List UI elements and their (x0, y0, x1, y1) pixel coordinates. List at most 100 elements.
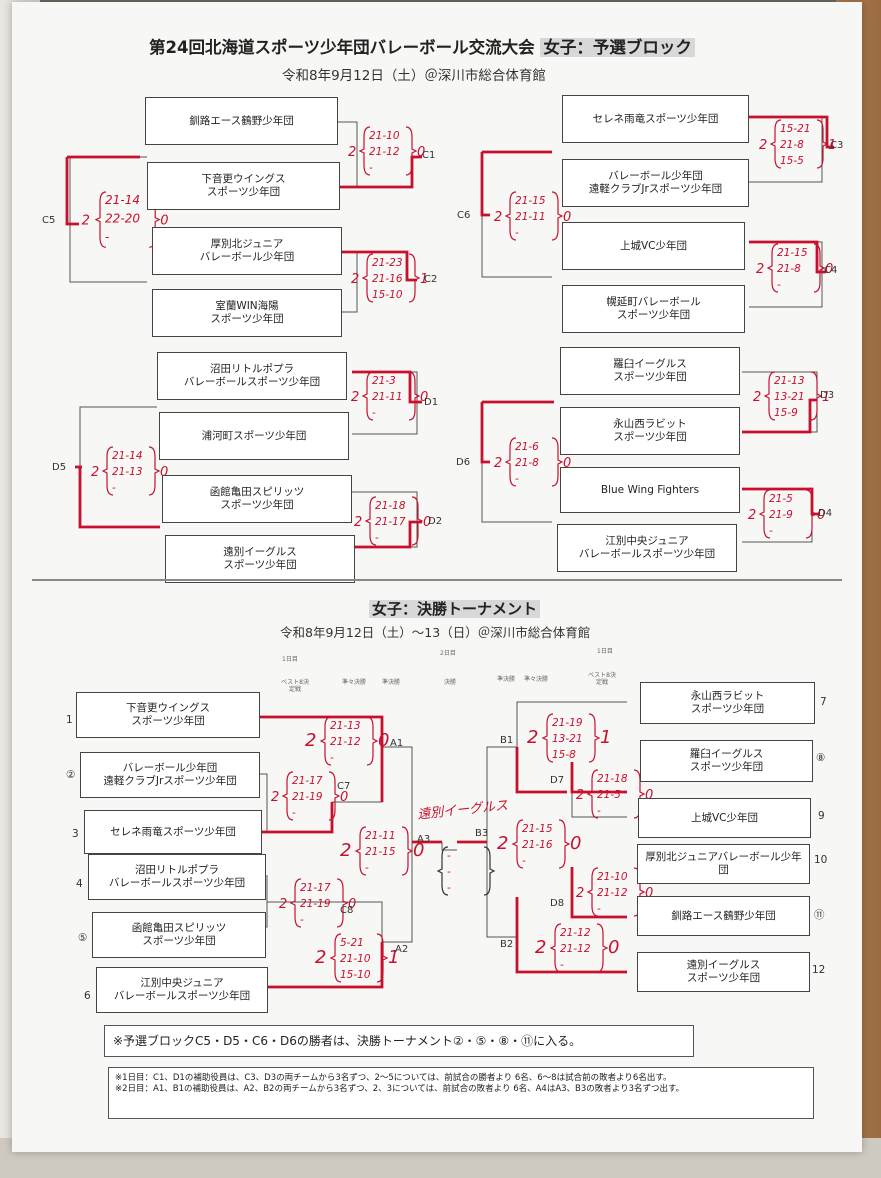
score-left: 2 (535, 937, 546, 958)
score-set: 21-6 (515, 441, 539, 453)
score-set: - (515, 227, 519, 239)
score-set: - (522, 855, 526, 867)
score-brace-right (816, 119, 829, 169)
match-label-b2: B2 (500, 939, 514, 950)
score-set: 15-21 (780, 123, 811, 135)
final-subtitle: 令和8年9月12日（土）～13（日）＠深川市総合体育館 (280, 625, 591, 640)
match-label-d2: D2 (428, 516, 443, 527)
score-set: 21-14 (105, 193, 140, 207)
score-f: --- (436, 846, 496, 896)
title-main: 第24回北海道スポーツ少年団バレーボール交流大会 (149, 38, 535, 57)
score-set: 21-11 (365, 830, 396, 842)
score-right: 0 (348, 897, 356, 912)
score-left: 2 (91, 465, 99, 480)
score-left: 2 (748, 508, 756, 523)
score-d4: 221-521-9-0 (748, 489, 825, 539)
score-set: 21-12 (560, 927, 591, 939)
score-set: 21-13 (774, 375, 805, 387)
score-right: 0 (420, 390, 428, 405)
final-right-team-8: 羅臼イーグルススポーツ少年団 (640, 740, 813, 782)
round-label-1: ベスト8決定戦 (281, 679, 309, 693)
score-set: 21-12 (597, 887, 628, 899)
score-set: 21-8 (777, 263, 801, 275)
score-brace-right (810, 371, 823, 421)
poster-title: 第24回北海道スポーツ少年団バレーボール交流大会 女子：予選ブロック (149, 34, 695, 58)
score-set: - (300, 914, 304, 926)
score-set: 21-13 (330, 720, 361, 732)
match-label-d7: D7 (550, 775, 565, 786)
score-left: 2 (576, 788, 584, 803)
score-brace-right (551, 437, 564, 487)
score-set: - (560, 959, 564, 971)
final-title: 女子：決勝トーナメント (369, 598, 541, 619)
bracket-lines (65, 115, 834, 989)
score-brace-left (354, 826, 367, 876)
score-right: 0 (817, 508, 825, 523)
score-brace-right (813, 243, 826, 293)
note-box-main: ※予選ブロックC5・D5・C6・D6の勝者は、決勝トーナメント②・⑤・⑧・⑪に入… (104, 1025, 694, 1057)
score-brace-left (94, 191, 107, 248)
match-label-d4: D4 (818, 508, 833, 519)
score-set: - (777, 279, 781, 291)
score-brace-right (405, 126, 418, 176)
prelim-left-team-4: 室蘭WIN海陽スポーツ少年団 (152, 289, 342, 337)
seed-number: 12 (812, 964, 826, 976)
score-right: 0 (645, 886, 653, 901)
score-brace-right (408, 371, 421, 421)
score-set: 21-15 (515, 195, 546, 207)
prelim-left-team-3: 厚別北ジュニアバレーボール少年団 (152, 227, 342, 275)
score-set: 21-10 (369, 130, 400, 142)
match-label-c4: C4 (824, 265, 838, 276)
score-brace-left (281, 771, 294, 821)
score-brace-left (361, 371, 374, 421)
score-right: 1 (600, 727, 611, 748)
score-set: - (769, 525, 773, 537)
match-label-b3: B3 (475, 828, 489, 839)
prelim-right-team-8: 江別中央ジュニアバレーボールスポーツ少年団 (557, 524, 737, 572)
score-brace-right (411, 496, 424, 546)
score-set: 13-21 (552, 733, 583, 745)
score-set: - (365, 862, 369, 874)
score-set: 15-8 (552, 749, 576, 761)
score-brace-right (366, 716, 379, 766)
prelim-right-team-2: バレーボール少年団遠軽クラブJrスポーツ少年団 (562, 159, 749, 207)
prelim-left-team-5: 沼田リトルポプラバレーボールスポーツ少年団 (157, 352, 347, 400)
score-set: 21-16 (372, 273, 403, 285)
section-divider (32, 579, 842, 581)
score-brace-left (289, 878, 302, 928)
round-label-3: 準決勝 (382, 679, 401, 686)
score-right: 0 (570, 833, 581, 854)
score-set: 21-19 (292, 791, 323, 803)
score-brace-right (328, 771, 341, 821)
final-left-team-3: セレネ雨竜スポーツ少年団 (84, 810, 262, 854)
score-set: 15-10 (340, 969, 371, 981)
match-label-c7: C7 (337, 781, 351, 792)
score-left: 2 (82, 214, 90, 229)
round-label-6: 準々決勝 (524, 676, 549, 683)
score-right: 0 (563, 210, 571, 225)
match-label-c5: C5 (42, 215, 56, 226)
score-right: 0 (340, 790, 348, 805)
poster-subtitle: 令和8年9月12日（土）＠深川市総合体育館 (282, 68, 546, 84)
score-left: 2 (351, 390, 359, 405)
day1-label: 1日目 (282, 656, 298, 663)
note-line-2: ※2日目：A1、B1の補助役員は、A2、B2の両チームから3名ずつ、2、3につい… (115, 1084, 685, 1094)
score-brace-right (408, 253, 421, 303)
score-set: 21-19 (552, 717, 583, 729)
match-label-b1: B1 (500, 735, 514, 746)
match-label-c8: C8 (340, 905, 354, 916)
score-set: - (447, 882, 451, 894)
score-brace-left (361, 253, 374, 303)
score-brace-left (763, 371, 776, 421)
score-right: 0 (645, 788, 653, 803)
score-brace-left (436, 846, 449, 896)
